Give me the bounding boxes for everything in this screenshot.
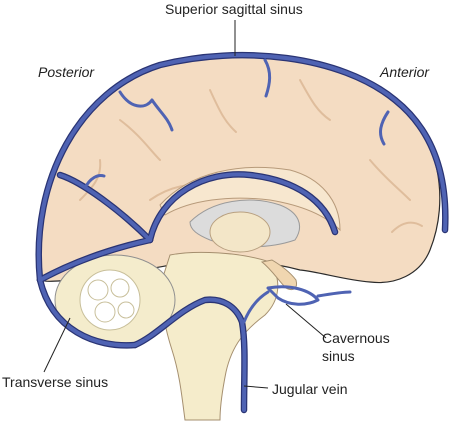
cortical-sulci [79, 79, 423, 233]
venous-sinuses [35, 51, 449, 414]
label-cavernous-sinus: Cavernous sinus [322, 329, 390, 365]
label-jugular-vein: Jugular vein [272, 381, 348, 397]
label-anterior: Anterior [380, 64, 430, 80]
label-superior-sagittal-sinus: Superior sagittal sinus [165, 1, 303, 17]
label-posterior: Posterior [38, 64, 95, 80]
label-transverse-sinus: Transverse sinus [2, 374, 109, 390]
cerebellar-folia [79, 269, 141, 331]
brainstem [161, 251, 279, 421]
label-cavernous-line2: sinus [322, 348, 355, 364]
label-cavernous-line1: Cavernous [322, 330, 390, 346]
thalamus [209, 211, 271, 253]
leader-lines [43, 20, 327, 389]
